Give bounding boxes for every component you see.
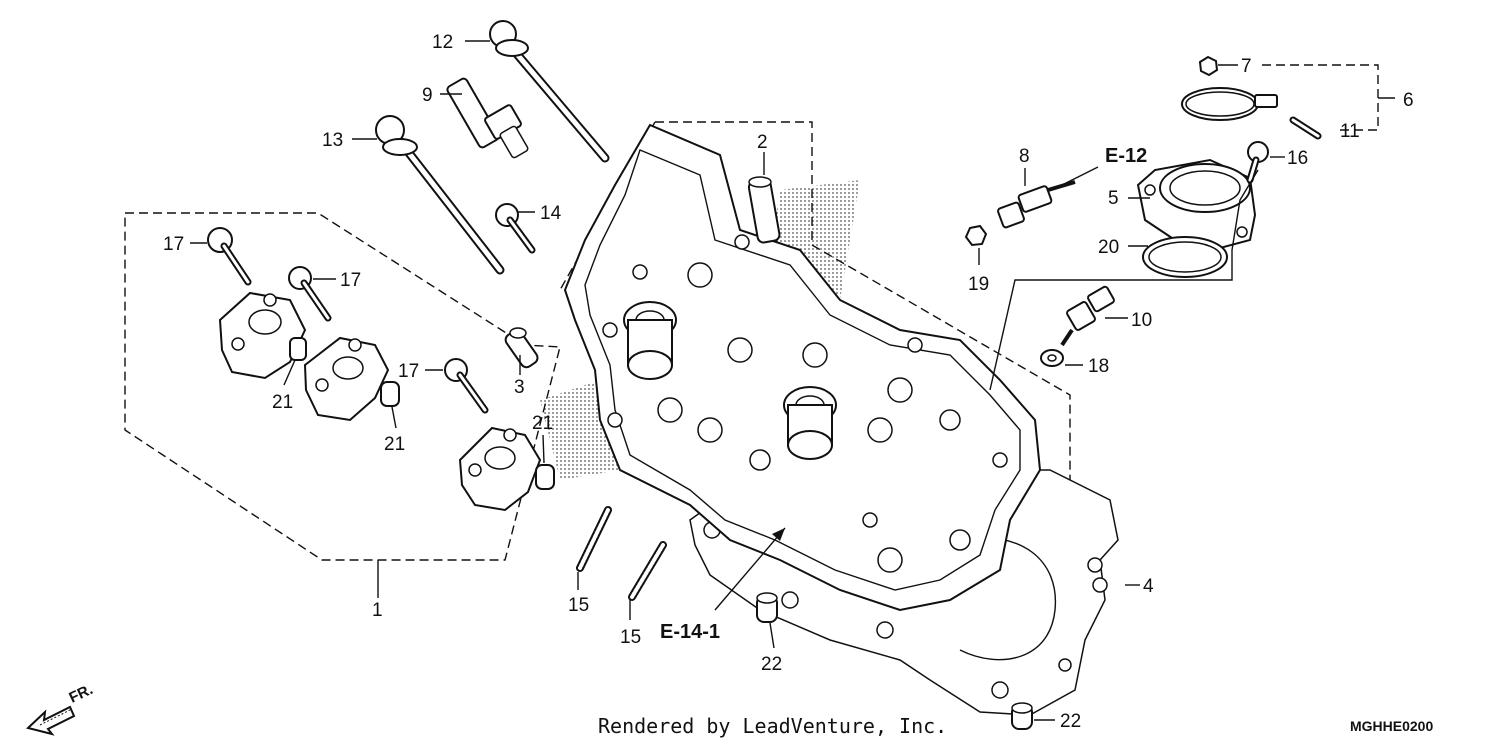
group-outline-cylinder-head — [655, 121, 1071, 651]
part-17-bolt-a — [207, 227, 252, 286]
section-ref-e14-1[interactable]: E-14-1 — [660, 621, 720, 643]
part-5-insulator — [1136, 158, 1257, 250]
callout-6: 6 — [1403, 90, 1414, 111]
callout-4: 4 — [1143, 576, 1154, 597]
group-outline-clamp — [1262, 64, 1379, 131]
part-7-nut — [1198, 55, 1219, 77]
callout-22-b: 22 — [1060, 711, 1081, 732]
part-20-o-ring — [1142, 236, 1228, 278]
part-10-sensor — [1060, 285, 1115, 347]
callout-21-a: 21 — [272, 392, 293, 413]
callout-2: 2 — [757, 132, 768, 153]
callout-14: 14 — [540, 203, 562, 224]
callout-15-a: 15 — [568, 595, 589, 616]
callout-8: 8 — [1019, 146, 1030, 167]
callout-18: 18 — [1088, 356, 1109, 377]
callout-17-a: 17 — [163, 234, 184, 255]
part-21-dowel-a — [289, 337, 307, 361]
callout-5: 5 — [1108, 188, 1119, 209]
callout-19: 19 — [968, 274, 989, 295]
callout-15-b: 15 — [620, 627, 641, 648]
callout-17-c: 17 — [398, 361, 419, 382]
callout-22-a: 22 — [761, 654, 782, 675]
callout-20: 20 — [1098, 237, 1119, 258]
part-11-screw — [1289, 116, 1322, 140]
part-13-stud-bolt — [375, 115, 505, 275]
part-14-bolt — [495, 203, 536, 254]
part-17-bolt-b — [288, 266, 332, 322]
cam-holder-a — [218, 291, 307, 380]
part-19-nut — [964, 224, 988, 247]
part-8-sensor — [997, 180, 1076, 229]
callouts: 1 2 3 4 5 6 7 8 9 10 11 12 13 14 15 15 1… — [163, 32, 1414, 732]
section-ref-e12[interactable]: E-12 — [1105, 145, 1147, 167]
callout-21-c: 21 — [532, 413, 553, 434]
callout-12: 12 — [432, 32, 453, 53]
render-credit: Rendered by LeadVenture, Inc. — [598, 714, 947, 738]
callout-1: 1 — [372, 600, 383, 621]
callout-3: 3 — [514, 377, 525, 398]
part-21-dowel-c — [535, 464, 555, 490]
cam-holder-b — [303, 336, 390, 422]
part-3-dowel — [504, 327, 539, 369]
part-18-washer — [1040, 349, 1064, 367]
cylinder-head — [563, 123, 1042, 612]
callout-9: 9 — [422, 85, 433, 106]
part-15-stud-a — [576, 506, 612, 572]
part-2-dowel — [747, 176, 781, 244]
callout-7: 7 — [1241, 56, 1252, 77]
part-22-dowel-b — [1011, 702, 1033, 730]
callout-17-b: 17 — [340, 270, 361, 291]
part-9-spark-plug — [446, 77, 529, 159]
callout-11: 11 — [1340, 121, 1360, 142]
callout-21-b: 21 — [384, 434, 405, 455]
part-12-stud-bolt — [489, 20, 610, 163]
part-16-bolt — [1246, 141, 1269, 184]
part-15-stud-b — [628, 541, 667, 601]
callout-10: 10 — [1131, 310, 1152, 331]
callout-16: 16 — [1287, 148, 1308, 169]
cam-holder-c — [458, 426, 542, 512]
callout-13: 13 — [322, 130, 343, 151]
front-direction-arrow — [25, 705, 76, 736]
part-22-dowel-a — [756, 592, 778, 623]
diagram-code: MGHHE0200 — [1350, 718, 1433, 734]
part-17-bolt-c — [444, 358, 489, 414]
part-21-dowel-b — [380, 381, 400, 407]
part-6-clamp — [1181, 87, 1278, 121]
front-direction-label: FR. — [67, 681, 96, 707]
